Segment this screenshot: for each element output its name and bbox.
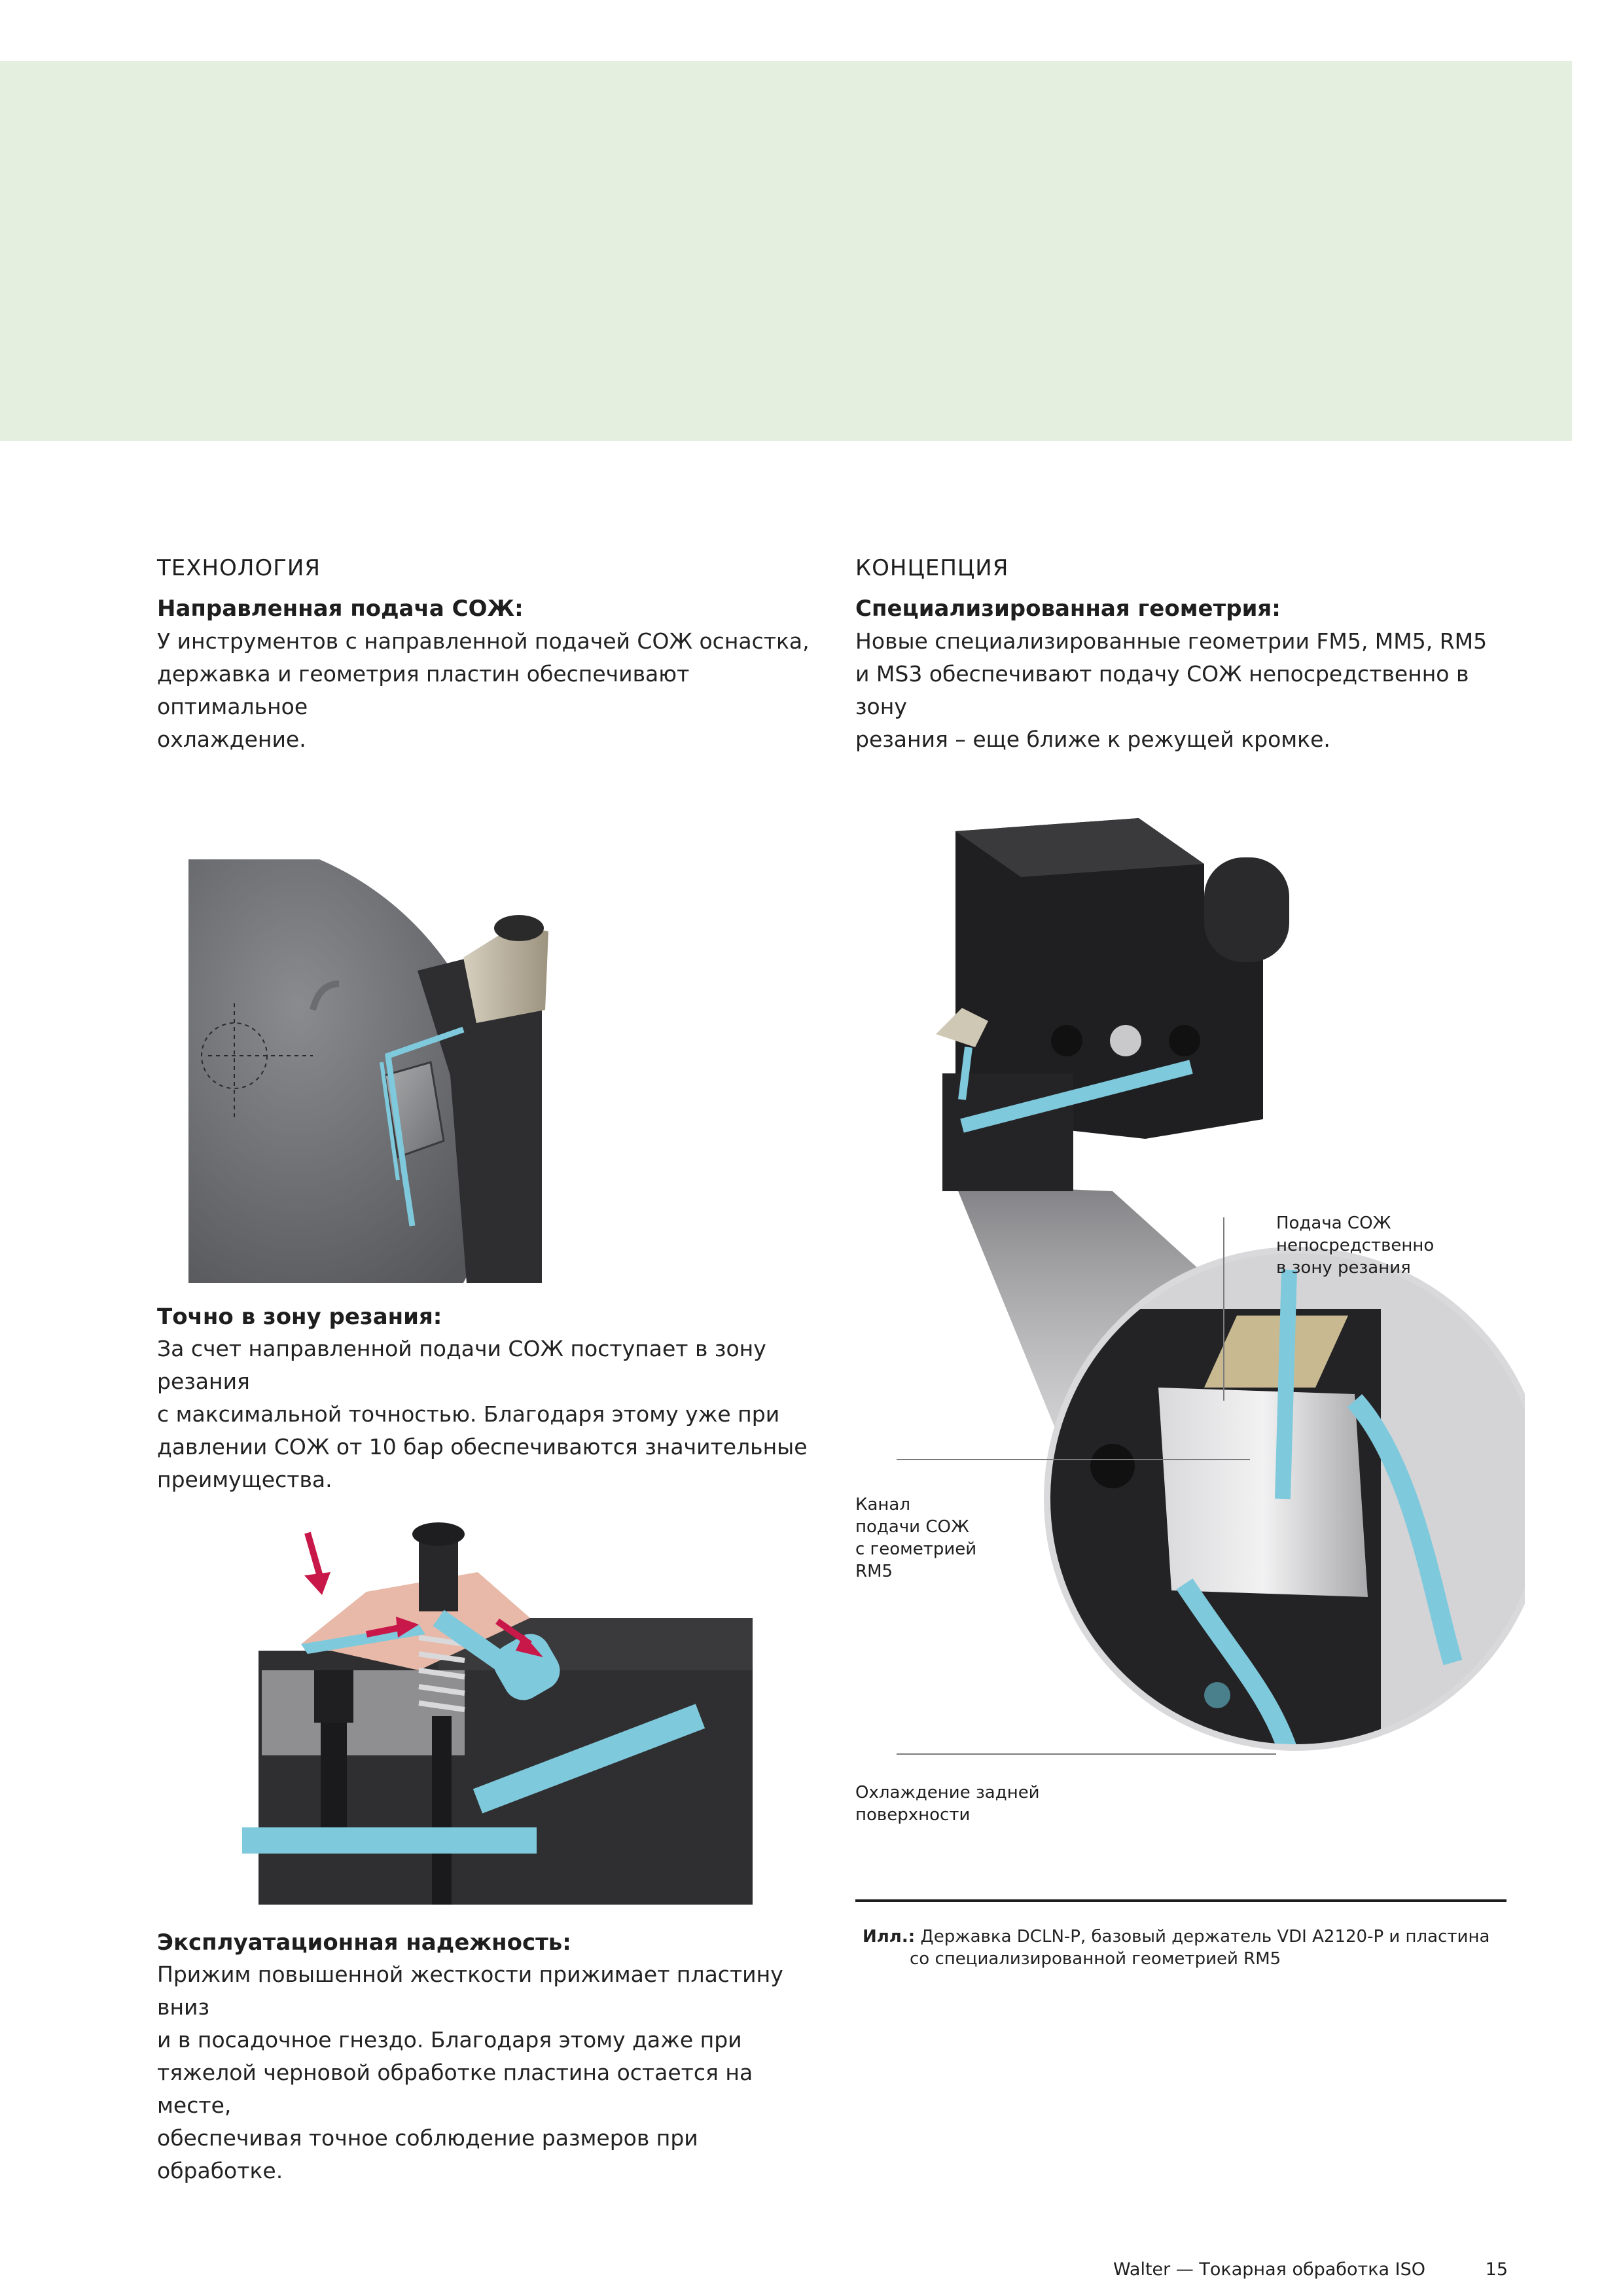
callout-line: RM5 [855,1562,893,1581]
text-line: охлаждение. [157,726,306,752]
caption-line-1: Державка DCLN-P, базовый держатель VDI A… [920,1927,1490,1946]
callout-line: поверхности [855,1805,971,1825]
callout-coolant-feed: Подача СОЖ непосредственно в зону резани… [1276,1212,1434,1279]
block-text-reliability: Прижим повышенной жесткости прижимает пл… [157,1958,825,2187]
illustration-vdi-holder [897,818,1525,1755]
header-banner [0,61,1572,441]
section-title-technology: ТЕХНОЛОГИЯ [157,555,321,581]
figure-caption: Илл.: Державка DCLN-P, базовый держатель… [863,1926,1504,1970]
text-line: преимущества. [157,1467,332,1492]
illustration-clamp-section [242,1522,753,1905]
callout-coolant-channel: Канал подачи СОЖ с геометрией RM5 [855,1494,976,1583]
text-line: и MS3 обеспечивают подачу СОЖ непосредст… [855,661,1469,719]
text-line: с максимальной точностью. Благодаря этом… [157,1401,780,1427]
text-line: Новые специализированные геометрии FM5, … [855,628,1488,654]
callout-line: Канал [855,1495,910,1515]
page-number: 15 [1485,2259,1508,2280]
callout-line: непосредственно [1276,1236,1435,1255]
text-line: обеспечивая точное соблюдение размеров п… [157,2125,698,2183]
section-title-concept: КОНЦЕПЦИЯ [855,555,1009,581]
block-title-precise-zone: Точно в зону резания: [157,1304,442,1330]
text-line: державка и геометрия пластин обеспечиваю… [157,661,690,719]
callout-line: в зону резания [1276,1258,1411,1278]
callout-flank-cooling: Охлаждение задней поверхности [855,1782,1040,1826]
text-line: резания – еще ближе к режущей кромке. [855,726,1330,752]
callout-line: с геометрией [855,1539,977,1559]
block-title-directed-coolant: Направленная подача СОЖ: [157,596,524,622]
text-line: У инструментов с направленной подачей СО… [157,628,810,654]
footer-brand-text: Walter — Токарная обработка ISO [1113,2259,1425,2280]
text-line: За счет направленной подачи СОЖ поступае… [157,1336,766,1394]
caption-line-2: со специализированной геометрией RM5 [910,1949,1281,1969]
callout-line: подачи СОЖ [855,1517,969,1537]
caption-prefix: Илл.: [863,1927,916,1946]
block-text-special-geometry: Новые специализированные геометрии FM5, … [855,625,1510,756]
text-line: тяжелой черновой обработке пластина оста… [157,2060,753,2118]
callout-line: Охлаждение задней [855,1783,1040,1803]
text-line: давлении СОЖ от 10 бар обеспечиваются зн… [157,1434,808,1460]
text-line: Прижим повышенной жесткости прижимает пл… [157,1962,783,2020]
block-title-special-geometry: Специализированная геометрия: [855,596,1281,622]
caption-rule [855,1899,1507,1902]
text-line: и в посадочное гнездо. Благодаря этому д… [157,2027,742,2053]
callout-line: Подача СОЖ [1276,1213,1391,1233]
block-text-precise-zone: За счет направленной подачи СОЖ поступае… [157,1333,825,1496]
illustration-directed-coolant [188,859,548,1283]
block-text-directed-coolant: У инструментов с направленной подачей СО… [157,625,812,756]
block-title-reliability: Эксплуатационная надежность: [157,1929,571,1956]
